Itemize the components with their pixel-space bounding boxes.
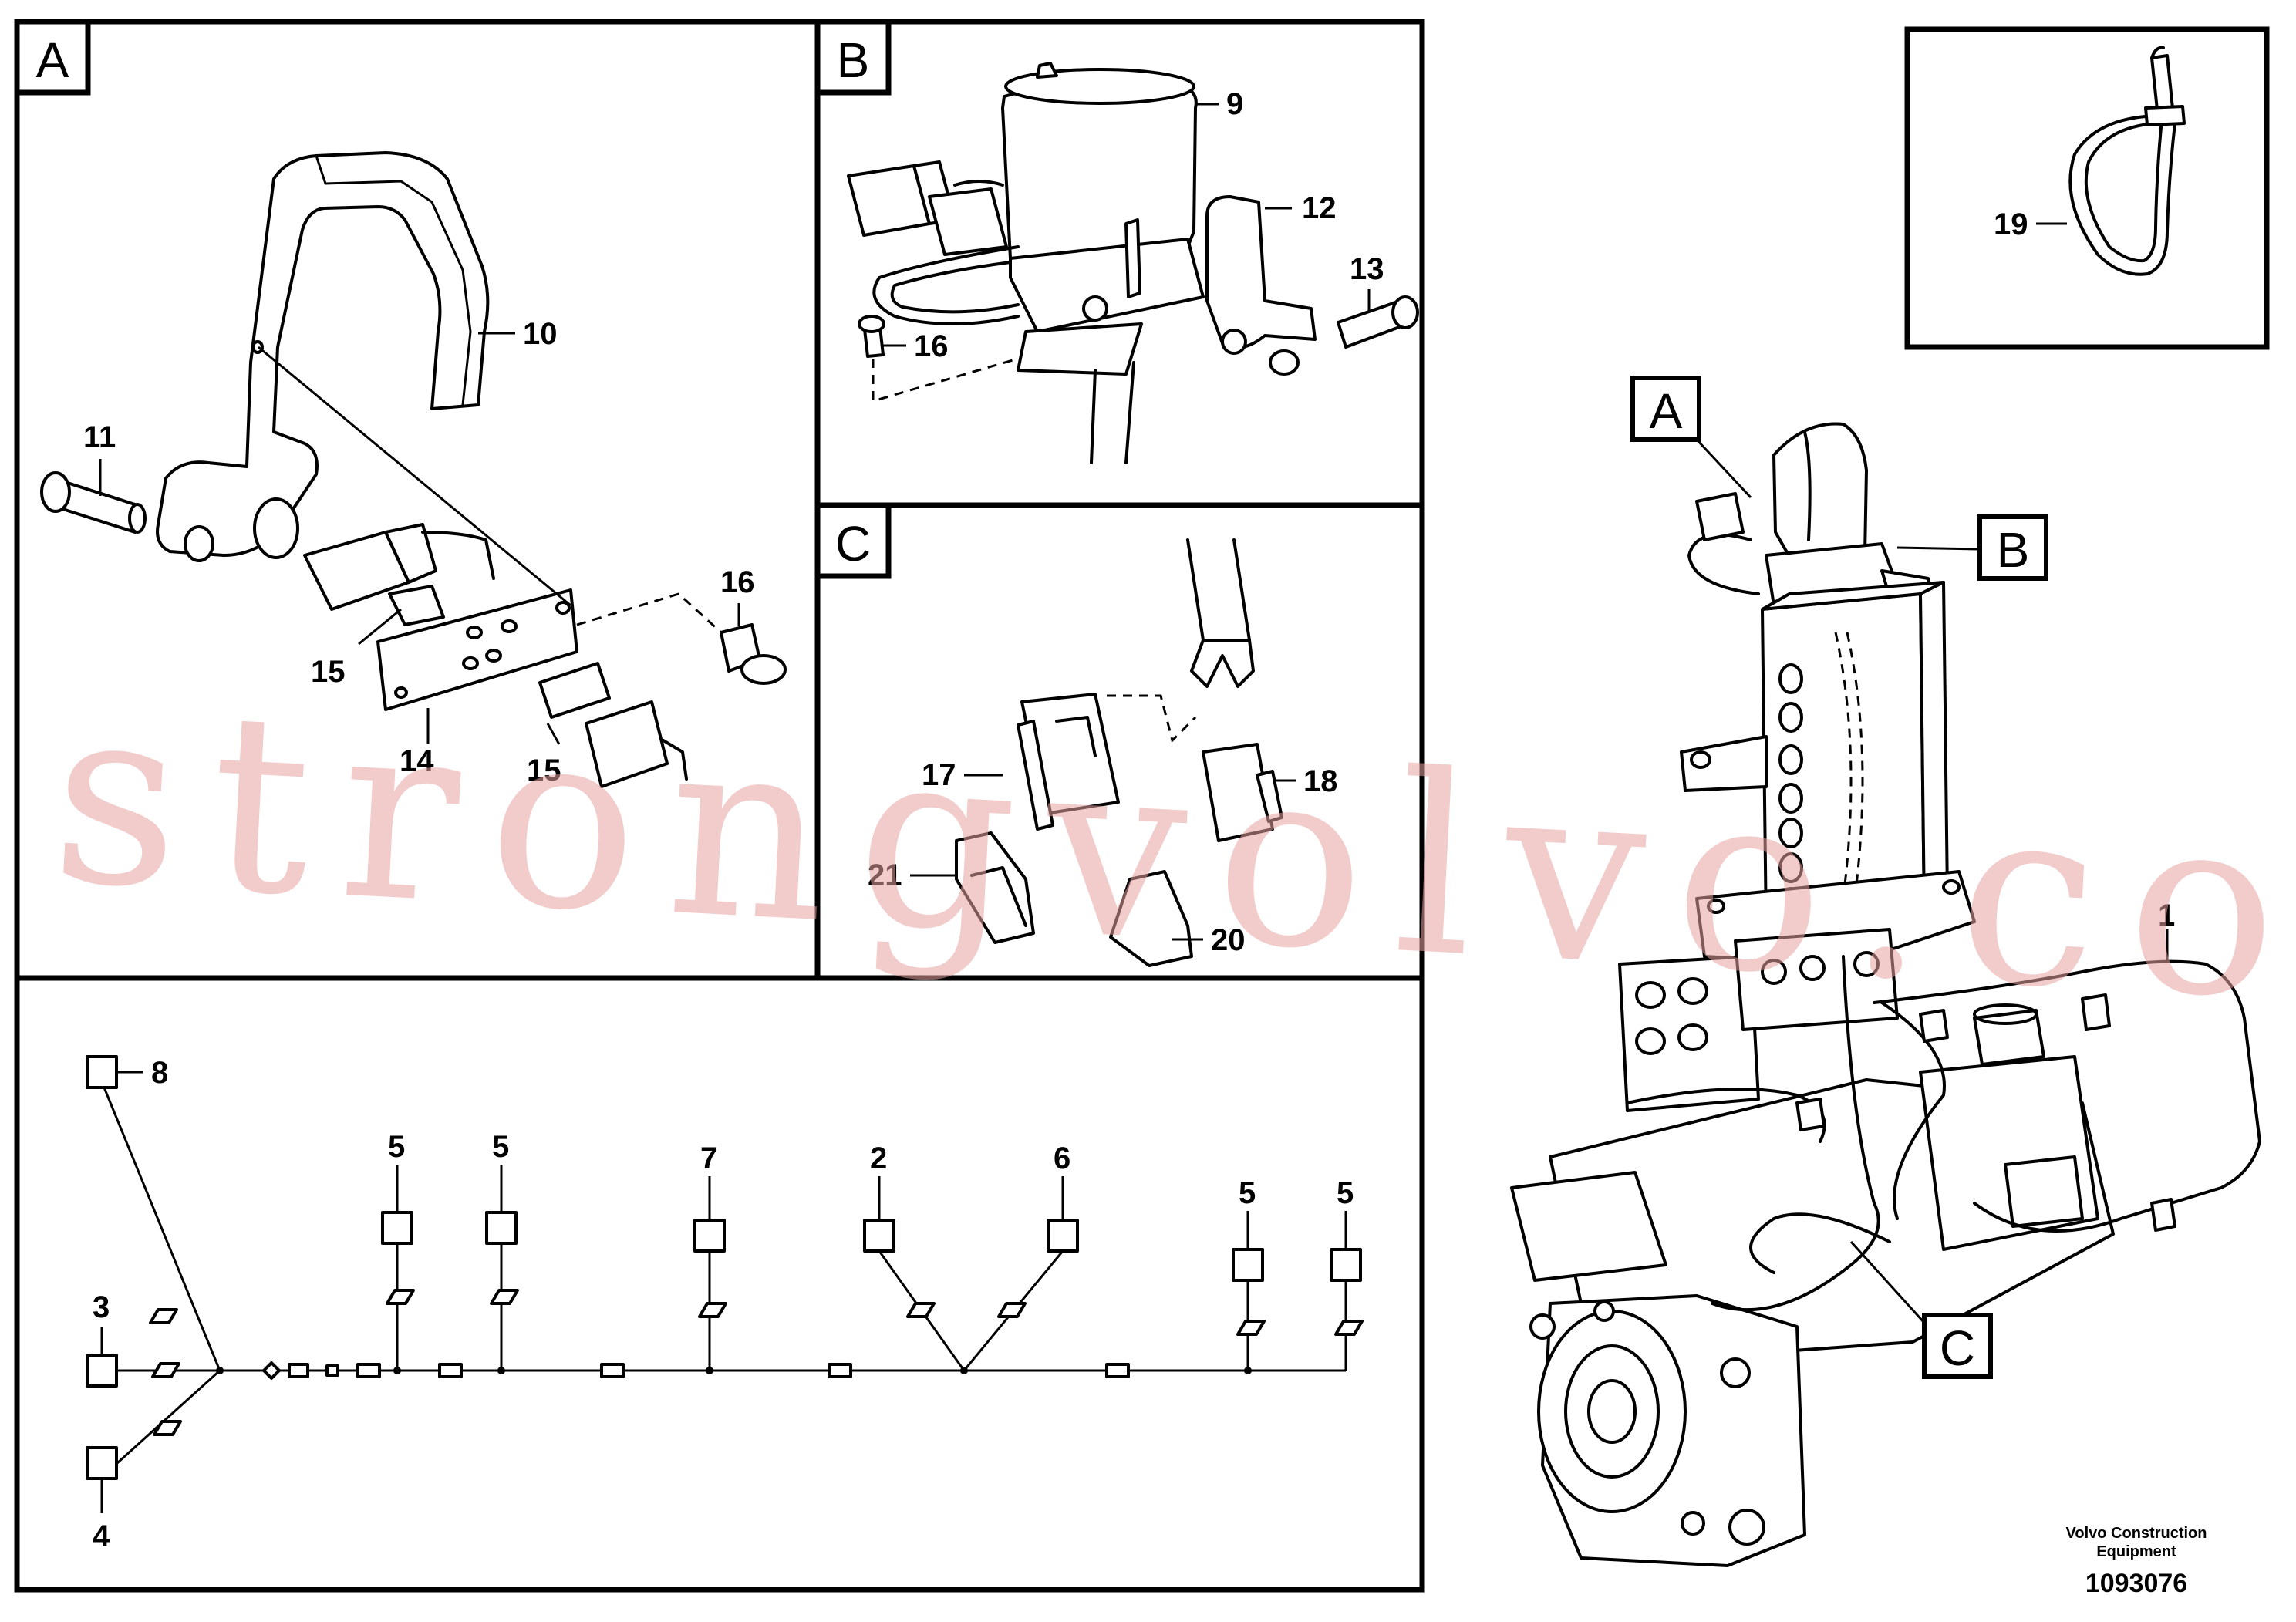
callout-5d: 5 <box>1337 1176 1354 1210</box>
callout-11: 11 <box>83 420 116 496</box>
svg-text:14: 14 <box>400 744 434 778</box>
svg-text:A: A <box>1650 383 1683 439</box>
svg-text:19: 19 <box>1994 207 2028 241</box>
bolt-part-11 <box>40 471 147 534</box>
section-label-a: A <box>14 19 91 96</box>
callout-12: 12 <box>1265 191 1337 225</box>
section-ref-c: C <box>1849 1240 1993 1379</box>
svg-text:11: 11 <box>83 420 116 454</box>
lock-part-20 <box>1109 870 1193 967</box>
callout-8: 8 <box>151 1056 168 1090</box>
callout-1: 1 <box>2158 899 2175 960</box>
callout-16a: 16 <box>720 565 755 626</box>
callout-18: 18 <box>1273 764 1338 798</box>
callout-3: 3 <box>93 1290 110 1324</box>
callout-5c: 5 <box>1239 1176 1256 1210</box>
section-ref-b: B <box>1896 514 2048 581</box>
section-label-b: B <box>814 19 892 96</box>
svg-text:18: 18 <box>1303 764 1338 798</box>
connector-group-a <box>303 523 688 788</box>
svg-text:C: C <box>835 516 871 572</box>
svg-text:C: C <box>1940 1320 1975 1376</box>
callout-5a: 5 <box>388 1130 405 1164</box>
detail-box-19 <box>1904 26 2270 350</box>
svg-text:17: 17 <box>922 758 956 792</box>
mounting-plate-part-14 <box>258 346 578 711</box>
callout-2: 2 <box>870 1141 887 1175</box>
bolt-part-13 <box>1337 295 1419 349</box>
svg-text:B: B <box>837 32 870 88</box>
svg-text:16: 16 <box>914 329 949 363</box>
svg-text:21: 21 <box>868 858 902 892</box>
callout-14: 14 <box>400 708 434 778</box>
screw-part-16-b <box>858 315 1019 403</box>
callout-13: 13 <box>1350 252 1384 312</box>
connector-part-17 <box>1017 693 1120 831</box>
svg-text:15: 15 <box>311 655 346 689</box>
callout-9: 9 <box>1195 87 1243 121</box>
svg-text:16: 16 <box>720 565 755 599</box>
svg-text:10: 10 <box>523 317 558 351</box>
wiring-schematic <box>86 1055 1364 1513</box>
callout-7: 7 <box>700 1141 717 1175</box>
svg-text:13: 13 <box>1350 252 1384 286</box>
section-label-c: C <box>814 502 892 579</box>
section-ref-a: A <box>1630 376 1752 499</box>
drawing-footer: Volvo Construction Equipment 1093076 <box>2066 1525 2207 1598</box>
bracket-part-12 <box>1205 195 1317 376</box>
solenoid-part-9 <box>1001 62 1205 464</box>
callout-4: 4 <box>93 1519 110 1553</box>
watermark: strongvolvo.com <box>46 651 2296 1070</box>
svg-text:A: A <box>36 32 69 88</box>
panel-frames <box>14 19 2270 1593</box>
cable-c <box>1107 538 1255 743</box>
svg-text:9: 9 <box>1226 87 1243 121</box>
svg-text:15: 15 <box>527 754 561 787</box>
callout-10: 10 <box>478 317 558 351</box>
callout-15b: 15 <box>527 723 561 787</box>
lock-part-21 <box>955 831 1035 944</box>
company-line-1: Volvo Construction <box>2066 1525 2207 1542</box>
callout-21: 21 <box>868 858 956 892</box>
connector-part-18 <box>1202 743 1283 842</box>
screw-part-16-a <box>576 592 787 685</box>
callout-5b: 5 <box>492 1130 509 1164</box>
callout-16b: 16 <box>883 329 949 363</box>
svg-text:B: B <box>1997 522 2030 578</box>
callout-17: 17 <box>922 758 1003 792</box>
callout-20: 20 <box>1172 923 1246 957</box>
callout-15a: 15 <box>311 608 402 689</box>
steering-column-assembly <box>1510 422 2261 1567</box>
bracket-part-10 <box>156 151 490 562</box>
svg-text:12: 12 <box>1302 191 1337 225</box>
cable-tie-part-19 <box>2068 46 2186 276</box>
svg-text:20: 20 <box>1211 923 1246 957</box>
harness-b <box>847 160 1020 325</box>
svg-text:1: 1 <box>2158 899 2175 932</box>
callout-19: 19 <box>1994 207 2067 241</box>
drawing-number: 1093076 <box>2085 1569 2187 1598</box>
company-line-2: Equipment <box>2096 1543 2176 1560</box>
callout-6: 6 <box>1054 1141 1070 1175</box>
